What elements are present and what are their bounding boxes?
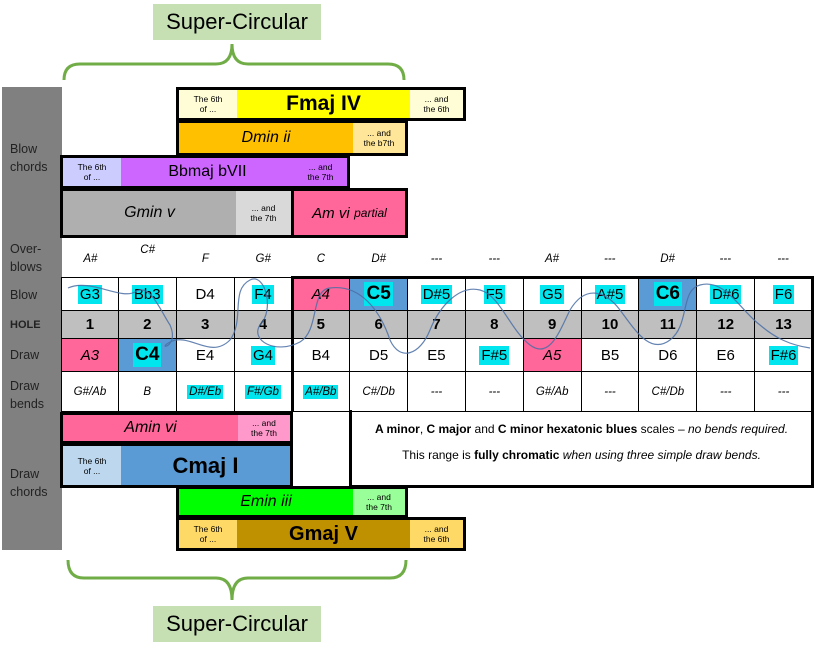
gmin-name: Gmin v xyxy=(63,191,236,235)
draw-bend: A#/Bb xyxy=(292,372,351,412)
overblow-cell: --- xyxy=(604,253,616,265)
draw-bend: F#/Gb xyxy=(234,372,293,412)
label-draw: Draw xyxy=(10,348,40,362)
draw-bend: --- xyxy=(581,372,640,412)
draw-bend: B xyxy=(118,372,177,412)
fmaj-name: Fmaj IV xyxy=(237,90,410,118)
label-overblows: Over-blows xyxy=(10,242,42,274)
dmin-name: Dmin ii xyxy=(179,123,353,153)
draw-note: E4 xyxy=(176,339,235,372)
draw-note: A3 xyxy=(62,339,119,372)
overblow-cell: --- xyxy=(430,253,443,265)
label-blow: Blow xyxy=(10,288,38,302)
blow-note: F4 xyxy=(234,278,293,311)
overblow-cell: C# xyxy=(140,244,155,256)
overblow-cell: A# xyxy=(83,253,98,265)
info-box: A minor, C major and C minor hexatonic b… xyxy=(349,410,814,488)
bbmaj-name: Bbmaj bVII xyxy=(121,158,294,186)
hole-number: 3 xyxy=(176,311,235,339)
cmaj-name: Cmaj I xyxy=(121,446,290,485)
draw-bend: G#/Ab xyxy=(62,372,119,412)
draw-bend: C#/Db xyxy=(350,372,409,412)
draw-bend: --- xyxy=(755,372,813,412)
draw-bend: --- xyxy=(465,372,524,412)
draw-note: G4 xyxy=(234,339,293,372)
blow-note: D4 xyxy=(176,278,235,311)
label-hole: HOLE xyxy=(10,319,41,331)
bottom-title: Super-Circular xyxy=(153,606,321,642)
overblow-cell: D# xyxy=(660,253,675,265)
overblow-cell: F xyxy=(201,253,209,265)
amin-name: Amin vi xyxy=(63,415,238,441)
emin-name: Emin iii xyxy=(179,489,353,515)
range-outline xyxy=(291,276,814,411)
draw-bend: D#/Eb xyxy=(176,372,235,412)
overblow-cell: --- xyxy=(777,253,789,265)
left-sidebar xyxy=(2,87,62,550)
info-line-2: This range is fully chromatic when using… xyxy=(402,448,761,462)
hole-number: 4 xyxy=(234,311,293,339)
chord-am-vi-partial: Am vi partial xyxy=(291,188,408,238)
overblow-cell: D# xyxy=(371,253,387,265)
top-title: Super-Circular xyxy=(153,4,321,40)
hole-number: 1 xyxy=(62,311,119,339)
draw-bend: G#/Ab xyxy=(523,372,582,412)
blow-note: Bb3 xyxy=(118,278,177,311)
hole-number: 2 xyxy=(118,311,177,339)
top-brace xyxy=(62,43,406,81)
draw-bend: --- xyxy=(697,372,756,412)
bottom-brace xyxy=(66,559,408,601)
overblow-cell: C xyxy=(316,253,326,265)
blow-note: G3 xyxy=(62,278,119,311)
info-line-1: A minor, C major and C minor hexatonic b… xyxy=(374,422,789,436)
overblows-row: A# C# F G# C D# --- --- A# --- D# --- --- xyxy=(62,244,812,274)
overblow-cell: --- xyxy=(488,253,500,265)
overblow-cell: --- xyxy=(719,253,732,265)
am-partial-name: Am vi partial xyxy=(294,191,405,235)
draw-note: C4 xyxy=(118,339,177,372)
overblow-cell: G# xyxy=(255,253,271,265)
overblow-cell: A# xyxy=(544,253,560,265)
draw-bend: --- xyxy=(408,372,466,412)
gmaj-name: Gmaj V xyxy=(237,520,410,548)
draw-bend: C#/Db xyxy=(639,372,698,412)
